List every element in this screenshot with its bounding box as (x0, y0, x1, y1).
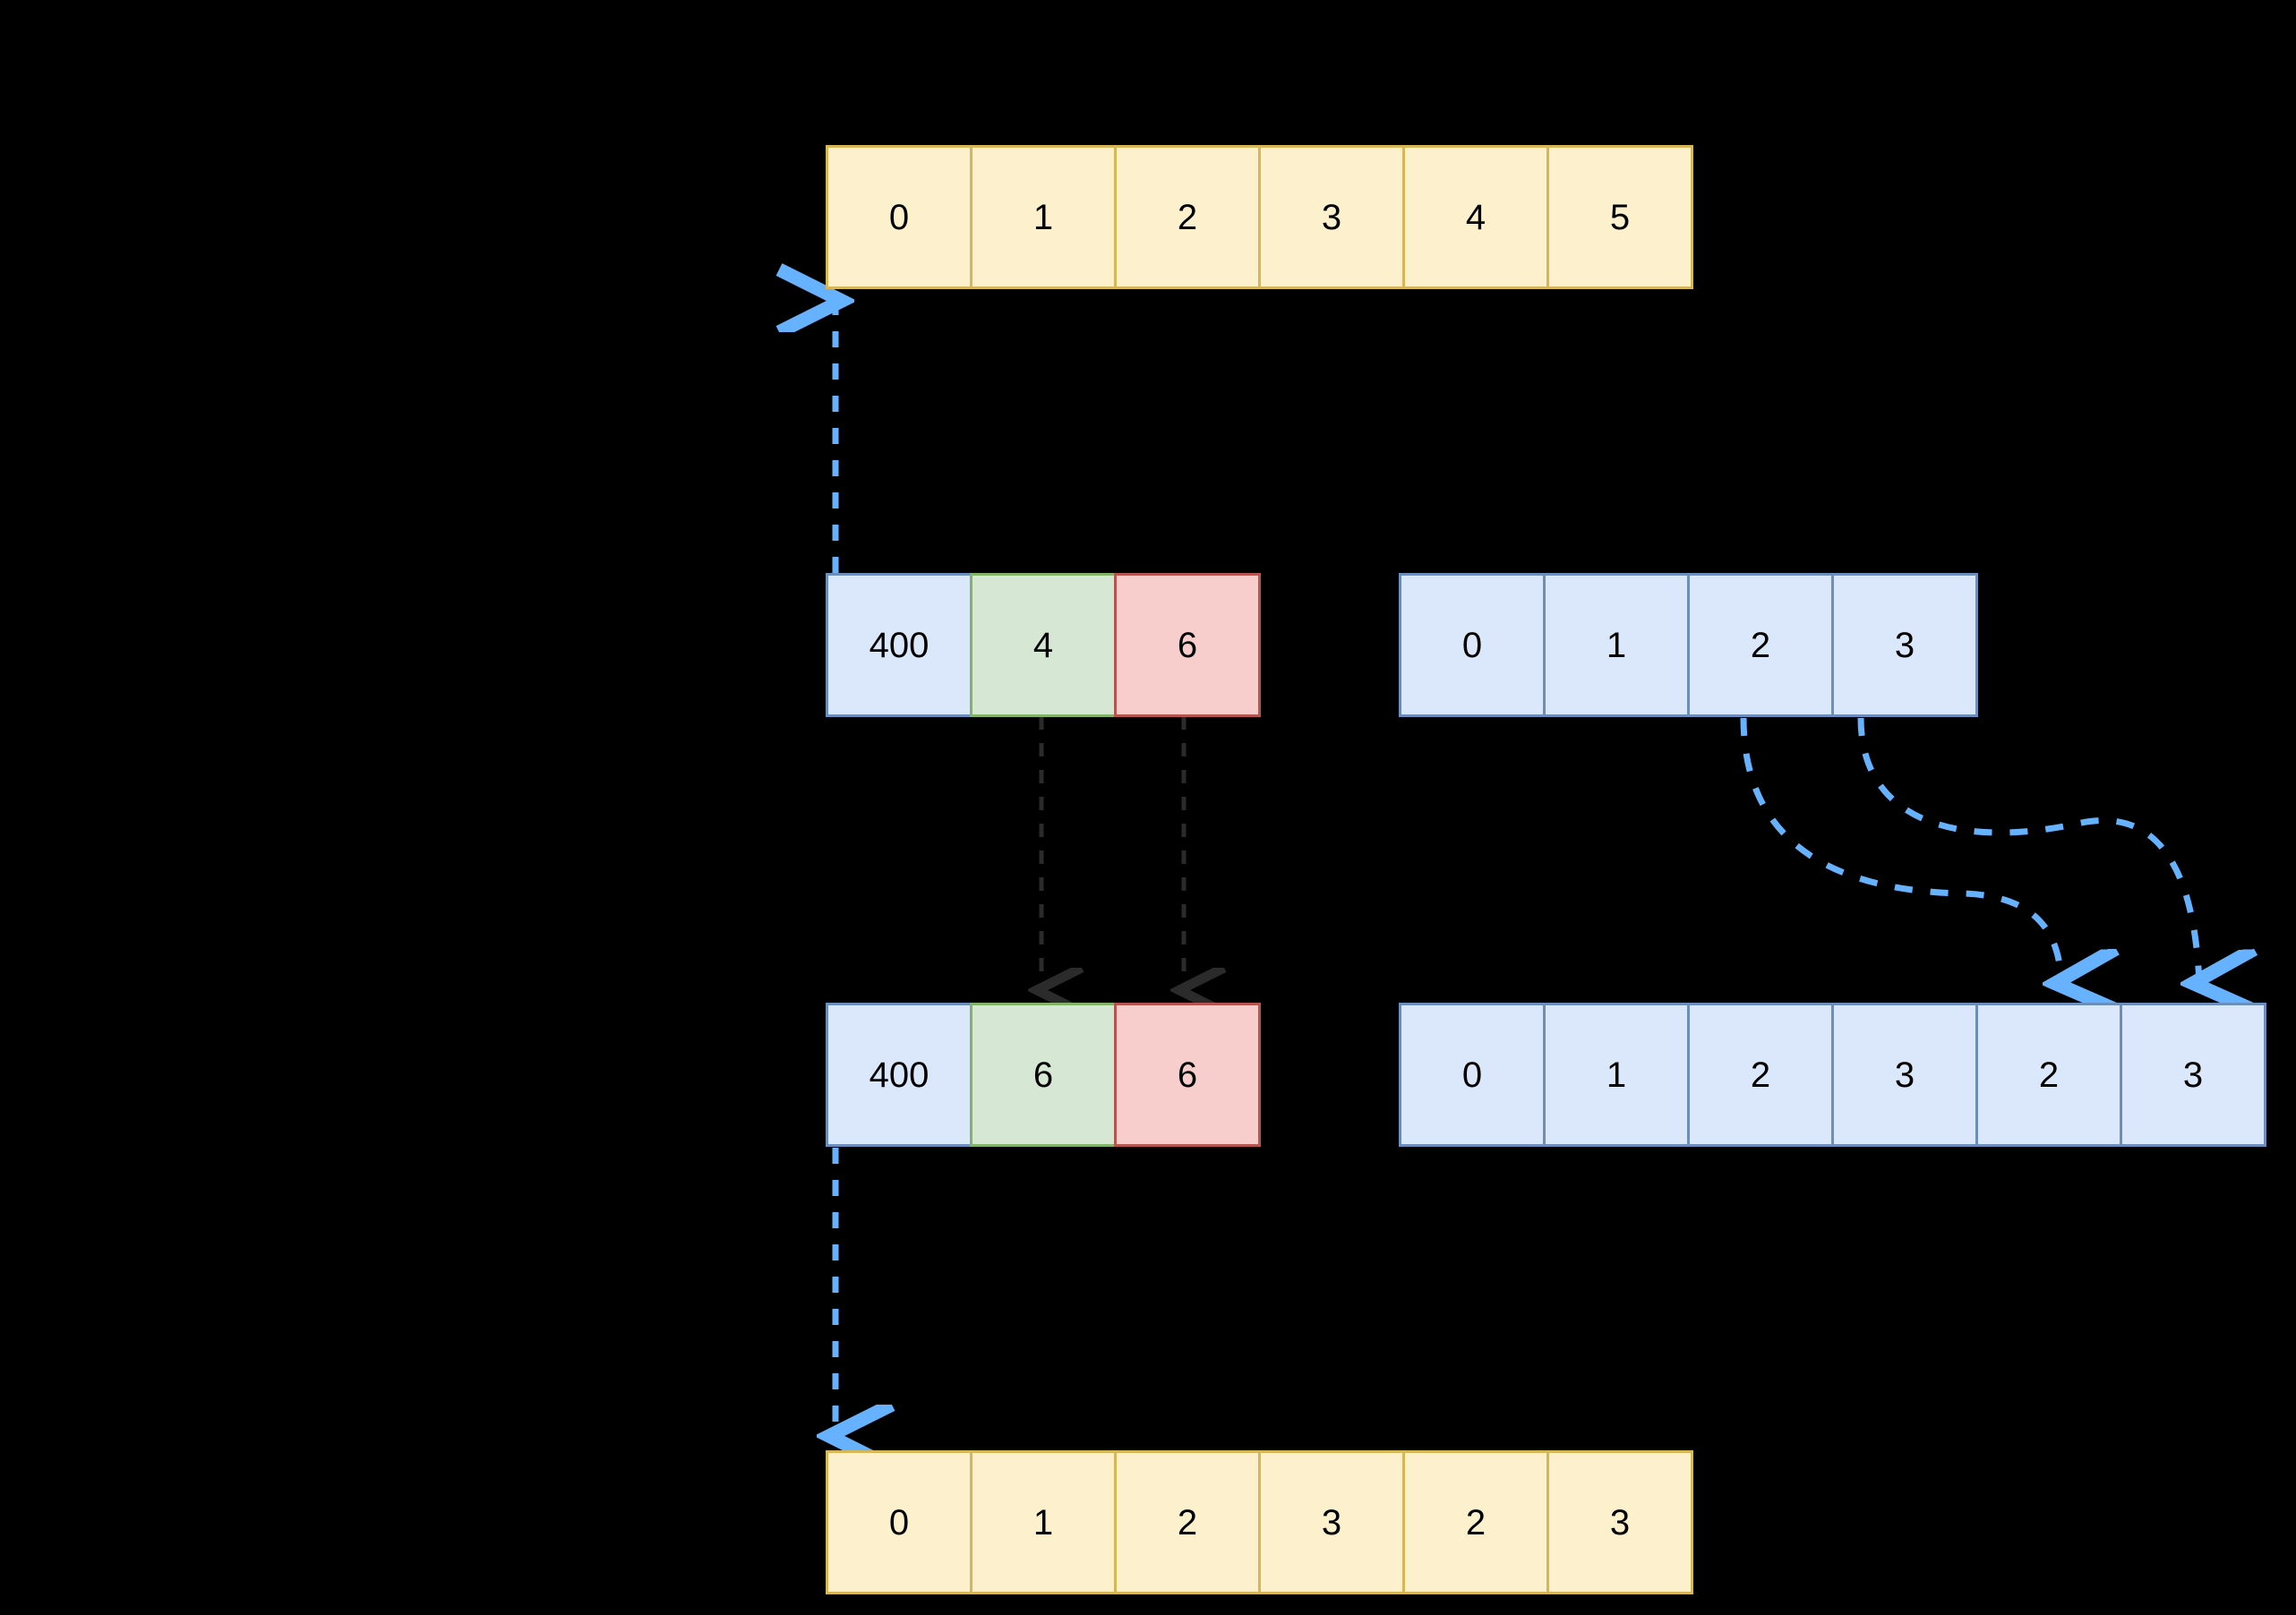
array-cell[interactable]: 400 (826, 573, 972, 717)
array-cell[interactable]: 2 (1114, 145, 1261, 289)
array-cell[interactable]: 0 (826, 1450, 972, 1594)
array-cell[interactable]: 2 (1687, 573, 1834, 717)
array-cell[interactable]: 4 (970, 573, 1117, 717)
array-cell[interactable]: 0 (1399, 573, 1546, 717)
array-cell[interactable]: 0 (1399, 1003, 1546, 1147)
array-cell[interactable]: 2 (1687, 1003, 1834, 1147)
array-cell[interactable]: 3 (1831, 573, 1978, 717)
array-cell[interactable]: 2 (1975, 1003, 2122, 1147)
array-cell[interactable]: 6 (970, 1003, 1117, 1147)
top-yellow-array: 0 1 2 3 4 5 (826, 145, 1693, 289)
array-cell[interactable]: 6 (1114, 1003, 1261, 1147)
blue-curve-arrow-index-3 (1857, 717, 2199, 983)
array-cell[interactable]: 3 (1546, 1450, 1693, 1594)
array-cell[interactable]: 3 (1258, 145, 1405, 289)
array-cell[interactable]: 5 (1546, 145, 1693, 289)
array-cell[interactable]: 4 (1402, 145, 1549, 289)
array-cell[interactable]: 1 (970, 1450, 1117, 1594)
bottom-yellow-array: 0 1 2 3 2 3 (826, 1450, 1693, 1594)
array-cell[interactable]: 3 (1831, 1003, 1978, 1147)
array-cell[interactable]: 400 (826, 1003, 972, 1147)
array-cell[interactable]: 6 (1114, 573, 1261, 717)
lower-left-array: 400 6 6 (826, 1003, 1261, 1147)
mid-right-array: 0 1 2 3 (1399, 573, 1978, 717)
blue-curve-arrow-index-2 (1740, 717, 2061, 983)
array-cell[interactable]: 3 (1258, 1450, 1405, 1594)
array-cell[interactable]: 0 (826, 145, 972, 289)
array-cell[interactable]: 3 (2120, 1003, 2266, 1147)
array-cell[interactable]: 1 (1543, 1003, 1690, 1147)
lower-right-array: 0 1 2 3 2 3 (1399, 1003, 2266, 1147)
array-cell[interactable]: 1 (970, 145, 1117, 289)
mid-left-array: 400 4 6 (826, 573, 1261, 717)
array-cell[interactable]: 2 (1114, 1450, 1261, 1594)
array-cell[interactable]: 2 (1402, 1450, 1549, 1594)
array-cell[interactable]: 1 (1543, 573, 1690, 717)
